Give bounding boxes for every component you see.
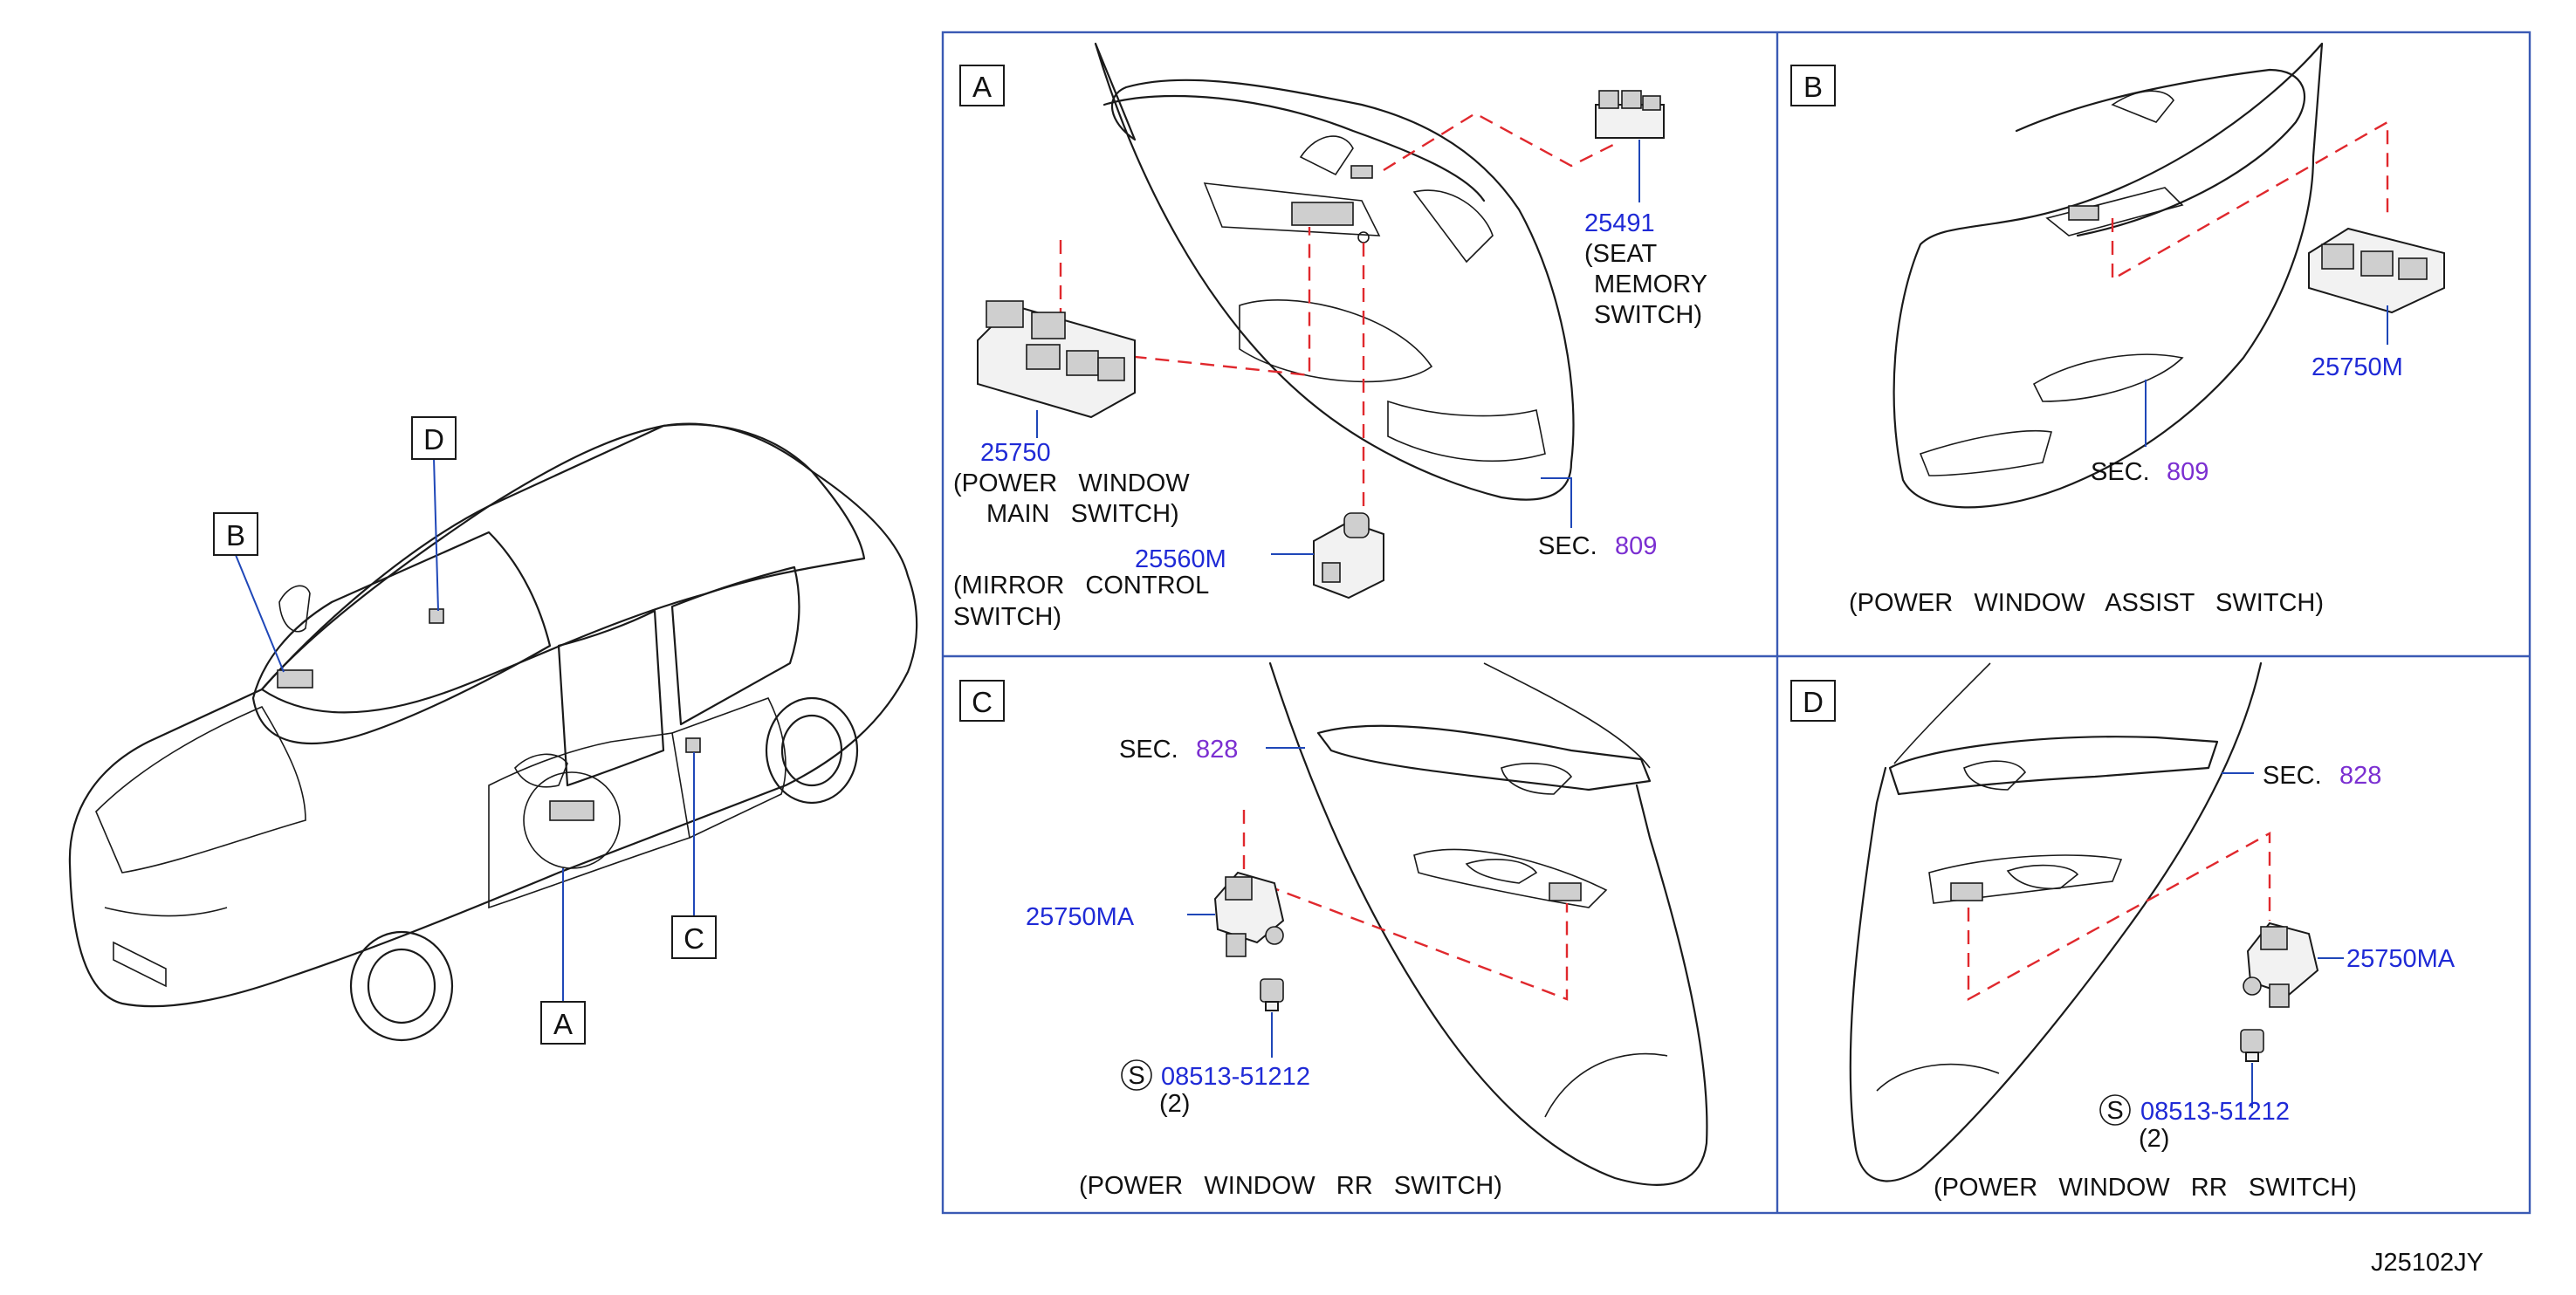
panel-c-part-number: 25750MA — [1026, 903, 1135, 931]
power-window-assist-switch-part — [2308, 227, 2445, 314]
part-desc-25560m-line2: SWITCH) — [953, 603, 1061, 631]
callout-a: A — [553, 1008, 573, 1040]
panel-d-screw-number: 08513-51212 — [2140, 1098, 2290, 1126]
vehicle-overview: D B C A — [68, 416, 918, 1045]
screw-part-d — [2240, 1029, 2264, 1062]
screw-part-c — [1260, 978, 1284, 1011]
rr-switch-part-d — [2243, 922, 2319, 1008]
panel-c-screw-symbol: S — [1128, 1062, 1144, 1090]
panel-d-part-number: 25750MA — [2346, 945, 2456, 973]
panel-c-screw-qty: (2) — [1159, 1090, 1190, 1118]
panel-a-sec-number: 809 — [1615, 532, 1657, 560]
part-number-25491: 25491 — [1584, 209, 1655, 237]
rr-switch-part-c — [1213, 871, 1285, 957]
part-desc-25491-line3: SWITCH) — [1594, 301, 1702, 329]
panel-c-letter: C — [972, 686, 993, 718]
panel-b: B 25750M SEC. 809 (POWER WINDOW ASSIST S… — [1790, 42, 2445, 617]
panel-d-letter: D — [1803, 686, 1824, 718]
panel-d-caption: (POWER WINDOW RR SWITCH) — [1934, 1174, 2357, 1202]
part-desc-25491-line1: (SEAT — [1584, 240, 1658, 268]
callout-d: D — [423, 423, 444, 456]
panel-c: C 25750MA S 08513-51212 (2) SEC. 828 (P — [959, 661, 1708, 1200]
callout-b: B — [226, 519, 245, 552]
panel-c-caption: (POWER WINDOW RR SWITCH) — [1079, 1172, 1502, 1200]
power-window-main-switch-part — [977, 300, 1136, 419]
panel-a-letter: A — [972, 71, 992, 103]
panel-d-screw-symbol: S — [2106, 1097, 2123, 1125]
part-number-25750m: 25750M — [2312, 353, 2403, 381]
panel-b-letter: B — [1803, 71, 1823, 103]
panel-c-screw-number: 08513-51212 — [1161, 1063, 1310, 1091]
panel-d-sec-number: 828 — [2339, 762, 2381, 790]
part-number-25560m: 25560M — [1135, 545, 1226, 573]
panel-frames — [941, 31, 2531, 1215]
diagram-id: J25102JY — [2371, 1249, 2483, 1277]
seat-memory-switch-part — [1595, 90, 1665, 139]
part-desc-25750-line2: MAIN SWITCH) — [986, 500, 1179, 528]
part-desc-25560m-line1: (MIRROR CONTROL — [953, 572, 1209, 600]
panel-b-caption: (POWER WINDOW ASSIST SWITCH) — [1849, 589, 2324, 617]
panel-d-sec-label: SEC. — [2263, 762, 2322, 790]
panel-b-sec-label: SEC. — [2091, 458, 2150, 486]
part-desc-25491-line2: MEMORY — [1594, 271, 1707, 298]
panel-c-sec-number: 828 — [1196, 736, 1238, 764]
panel-b-sec-number: 809 — [2167, 458, 2208, 486]
panel-a-sec-label: SEC. — [1538, 532, 1597, 560]
panel-c-sec-label: SEC. — [1119, 736, 1178, 764]
panel-a: A 25491 (SEAT MEMORY SWITCH) — [953, 42, 1707, 631]
part-desc-25750-line1: (POWER WINDOW — [953, 469, 1190, 497]
callout-c: C — [683, 922, 704, 955]
panel-d: D 25750MA S 08513-51212 (2) SEC. 828 (P — [1790, 661, 2456, 1202]
panel-d-screw-qty: (2) — [2139, 1125, 2169, 1153]
part-number-25750: 25750 — [980, 439, 1051, 467]
mirror-control-switch-part — [1313, 512, 1384, 600]
